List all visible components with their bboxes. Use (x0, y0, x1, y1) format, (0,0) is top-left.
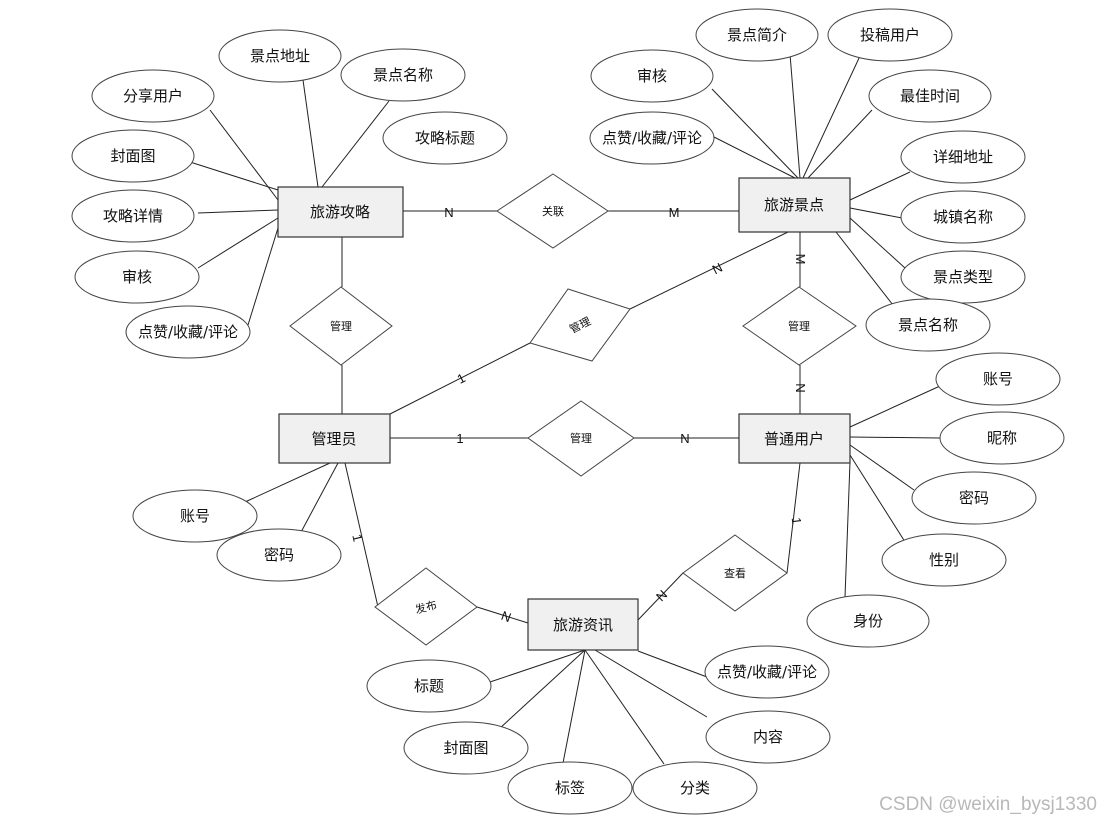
entity-guide: 旅游攻略 (277, 186, 404, 238)
card-rel-user-admin: N (680, 431, 689, 446)
attribute-label: 封面图 (443, 739, 488, 757)
watermark-text: CSDN @weixin_bysj1330 (879, 794, 1097, 815)
attribute-scenic-town: 城镇名称 (900, 190, 1026, 244)
attribute-user-identity: 身份 (806, 594, 930, 648)
attribute-news-title: 标题 (366, 659, 492, 713)
attribute-label: 景点名称 (373, 66, 433, 84)
attribute-label: 分享用户 (123, 87, 183, 105)
relationship-label: 关联 (542, 204, 564, 218)
attribute-admin-password: 密码 (216, 528, 342, 582)
attribute-label: 景点名称 (898, 316, 958, 334)
attribute-label: 分类 (680, 779, 710, 797)
card-scenic-rel-user: M (793, 254, 808, 265)
entity-label: 普通用户 (764, 430, 824, 448)
attribute-label: 点赞/收藏/评论 (138, 323, 238, 341)
card-guide-rel: N (444, 205, 453, 220)
attribute-label: 标题 (414, 677, 444, 695)
attribute-admin-account: 账号 (132, 489, 258, 543)
attribute-label: 标签 (555, 779, 585, 797)
attribute-user-account: 账号 (935, 352, 1061, 406)
relationship-admin-news: 发布 (374, 567, 478, 646)
attribute-label: 攻略详情 (103, 207, 163, 225)
attribute-news-like: 点赞/收藏/评论 (704, 645, 830, 699)
entity-user: 普通用户 (738, 413, 851, 464)
entity-label: 旅游景点 (764, 196, 824, 214)
relationship-scenic-user: 管理 (742, 286, 857, 366)
entity-label: 旅游资讯 (553, 616, 613, 634)
card-admin-rel-scenic: 1 (455, 370, 468, 387)
relationship-label: 发布 (414, 597, 439, 616)
attribute-scenic-type: 景点类型 (900, 250, 1026, 304)
attribute-scenic-intro: 景点简介 (695, 8, 819, 62)
relationship-user-news: 查看 (682, 534, 788, 612)
attribute-guide-review: 审核 (74, 250, 200, 304)
relationship-admin-guide: 管理 (289, 286, 393, 366)
attribute-label: 账号 (983, 370, 1013, 388)
entity-news: 旅游资讯 (527, 598, 639, 651)
entity-label: 旅游攻略 (310, 203, 370, 221)
attribute-label: 攻略标题 (415, 129, 475, 147)
card-rel-scenic-admin: N (710, 260, 725, 278)
attribute-news-category: 分类 (632, 761, 758, 815)
attribute-label: 景点类型 (933, 268, 993, 286)
attribute-scenic-best-time: 最佳时间 (868, 69, 992, 123)
attribute-label: 内容 (753, 728, 783, 746)
attribute-label: 景点简介 (727, 26, 787, 44)
entity-label: 管理员 (311, 430, 356, 448)
connector-lines (189, 53, 941, 765)
attribute-label: 最佳时间 (900, 87, 960, 105)
relationship-admin-scenic: 管理 (529, 288, 631, 362)
attribute-label: 封面图 (110, 147, 155, 165)
card-user-rel-news: 1 (789, 516, 805, 525)
attribute-guide-share-user: 分享用户 (91, 69, 215, 123)
attribute-label: 性别 (929, 551, 959, 569)
attribute-label: 账号 (180, 507, 210, 525)
attribute-guide-like: 点赞/收藏/评论 (125, 305, 251, 359)
attribute-news-content: 内容 (705, 710, 831, 764)
attribute-user-gender: 性别 (881, 533, 1007, 587)
attribute-label: 审核 (122, 268, 152, 286)
attribute-scenic-review: 审核 (590, 49, 714, 103)
entity-admin: 管理员 (278, 413, 391, 464)
attribute-guide-detail: 攻略详情 (71, 189, 195, 243)
card-rel-news-admin: N (499, 608, 513, 625)
entity-scenic: 旅游景点 (738, 177, 851, 233)
attribute-news-tag: 标签 (507, 761, 633, 815)
attribute-label: 点赞/收藏/评论 (602, 129, 702, 147)
attribute-label: 昵称 (987, 429, 1017, 447)
attribute-label: 投稿用户 (860, 26, 920, 44)
attribute-label: 密码 (959, 489, 989, 507)
attribute-scenic-name: 景点名称 (865, 298, 991, 352)
attribute-user-password: 密码 (911, 471, 1037, 525)
card-admin-rel-news: 1 (349, 533, 365, 543)
attribute-scenic-contributor: 投稿用户 (827, 8, 953, 62)
attribute-guide-cover: 封面图 (71, 129, 195, 183)
attribute-scenic-like: 点赞/收藏/评论 (589, 111, 715, 165)
relationship-guide-scenic: 关联 (496, 173, 609, 249)
relationship-label: 管理 (788, 319, 810, 333)
attribute-user-nickname: 昵称 (939, 411, 1065, 465)
attribute-label: 景点地址 (250, 47, 310, 65)
attribute-label: 身份 (853, 612, 883, 630)
attribute-scenic-address: 详细地址 (900, 130, 1026, 184)
attribute-guide-address: 景点地址 (218, 29, 342, 83)
attribute-label: 审核 (637, 67, 667, 85)
attribute-label: 点赞/收藏/评论 (717, 663, 817, 681)
card-rel-user-scenic: N (793, 383, 808, 392)
attribute-label: 城镇名称 (933, 208, 993, 226)
card-rel-scenic: M (669, 205, 680, 220)
card-admin-rel-user: 1 (456, 431, 463, 446)
attribute-news-cover: 封面图 (403, 721, 529, 775)
relationship-admin-user: 管理 (527, 400, 635, 477)
relationship-label: 管理 (570, 431, 592, 445)
attribute-guide-scenic-name: 景点名称 (340, 48, 466, 102)
relationship-label: 管理 (330, 319, 352, 333)
relationship-label: 查看 (724, 566, 746, 580)
attribute-label: 详细地址 (933, 148, 993, 166)
attribute-guide-title: 攻略标题 (382, 111, 508, 165)
attribute-label: 密码 (264, 546, 294, 564)
